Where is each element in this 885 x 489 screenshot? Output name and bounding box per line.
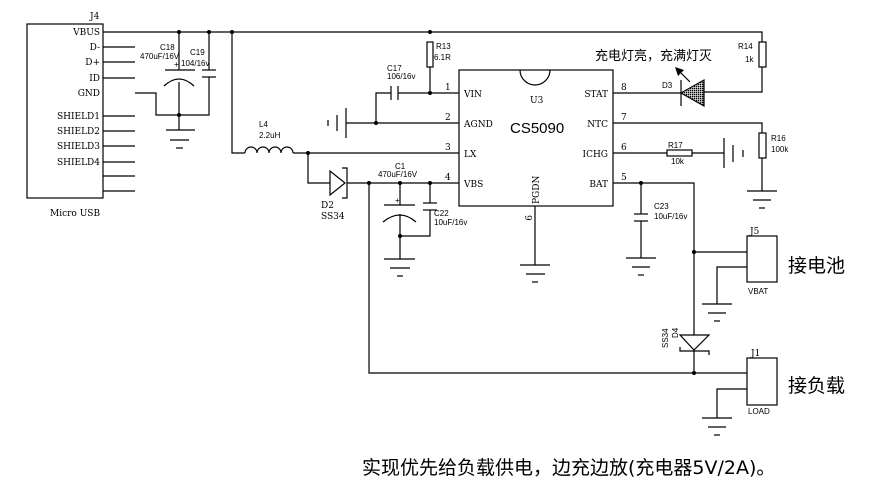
pin-shield2: SHIELD2 [57, 127, 100, 137]
c18-polarity: + [174, 60, 179, 69]
resistor-r13: R13 6.1R [426, 41, 451, 93]
c23-value: 10uF/16v [654, 212, 687, 221]
capacitor-c22: C22 10uF/16v [423, 183, 467, 227]
pin-num-7: 7 [621, 113, 627, 123]
pin-ichg: ICHG [583, 150, 608, 160]
pin-agnd: AGND [463, 120, 493, 130]
c18-ref: C18 [160, 43, 175, 52]
c17-value: 106/16v [387, 72, 415, 81]
r17-value: 10k [671, 157, 685, 166]
r13-ref: R13 [436, 42, 451, 51]
r16-value: 100k [771, 145, 789, 154]
c17-ref: C17 [387, 64, 402, 73]
connector-j4: J4 Micro USB VBUS D- D+ ID GND SHIELD1 S… [26, 12, 135, 219]
connector-j1: J1 LOAD 接负载 [716, 349, 845, 418]
c19-value: 104/16v [181, 59, 209, 68]
pin-vin: VIN [463, 90, 482, 100]
ground-icon [702, 417, 732, 436]
ground-icon [747, 190, 777, 209]
pin-num-1: 1 [445, 83, 451, 93]
capacitor-c1: + C1 470uF/16V [378, 162, 431, 259]
d3-ref: D3 [662, 81, 673, 90]
resistor-r17: R17 10k [613, 141, 724, 166]
diode-d4: SS34 D4 [661, 327, 711, 373]
inductor-l4: L4 2.2uH [231, 32, 459, 154]
connector-j5: J5 VBAT 接电池 [692, 227, 845, 304]
pin-shield4: SHIELD4 [57, 158, 100, 168]
u3-ref: U3 [530, 96, 544, 106]
ground-icon [166, 129, 195, 149]
pin-num-5: 5 [621, 173, 627, 183]
c22-ref: C22 [434, 209, 449, 218]
pin-lx: LX [464, 150, 477, 160]
d2-value: SS34 [321, 212, 345, 222]
pin-ntc: NTC [587, 120, 608, 130]
ground-icon [723, 138, 744, 168]
c19-ref: C19 [190, 48, 205, 57]
pin-num-9: 9 [522, 215, 532, 221]
pin-shield1: SHIELD1 [57, 112, 100, 122]
j5-label: VBAT [748, 287, 768, 296]
j4-footprint: Micro USB [50, 209, 100, 219]
r13-value: 6.1R [434, 53, 451, 62]
resistor-r16: R16 100k [613, 122, 789, 191]
d4-value: SS34 [661, 328, 670, 348]
resistor-r14: R14 1k [738, 41, 767, 68]
c18-value: 470uF/16V [140, 52, 180, 61]
pin-dplus: D+ [85, 58, 100, 68]
ground-icon [384, 258, 415, 277]
j5-note: 接电池 [788, 255, 845, 277]
pin-num-2: 2 [445, 113, 451, 123]
c23-ref: C23 [654, 202, 669, 211]
pin-vbus: VBUS [72, 28, 100, 38]
r17-ref: R17 [668, 141, 683, 150]
c1-value: 470uF/16V [378, 170, 418, 179]
c1-polarity: + [395, 196, 400, 205]
pin-num-6: 6 [621, 143, 627, 153]
ground-icon [626, 257, 656, 276]
d2-ref: D2 [321, 201, 334, 211]
pin-stat: STAT [584, 90, 608, 100]
pin-gnd: GND [78, 89, 100, 99]
capacitor-c18: + C18 470uF/16V [140, 43, 195, 87]
pin-id: ID [89, 74, 100, 84]
led-d3: D3 [613, 67, 763, 108]
pin-num-3: 3 [445, 143, 451, 153]
c1-ref: C1 [395, 162, 406, 171]
j1-label: LOAD [748, 407, 770, 416]
vbus-net [103, 31, 763, 130]
ground-icon [520, 264, 550, 283]
capacitor-c23: C23 10uF/16v [634, 183, 687, 258]
r16-ref: R16 [771, 134, 786, 143]
capacitor-c19: C19 104/16v [181, 48, 216, 78]
u3-part: CS5090 [510, 120, 564, 137]
pin-pgdn: PGDN [532, 176, 542, 204]
j1-ref: J1 [750, 349, 760, 359]
j5-ref: J5 [749, 227, 760, 237]
l4-value: 2.2uH [259, 131, 281, 140]
r14-ref: R14 [738, 42, 753, 51]
diode-d2: D2 SS34 [307, 153, 459, 222]
led-note: 充电灯亮，充满灯灭 [595, 48, 712, 64]
ic-u3: U3 CS5090 VIN AGND LX VBS 1 2 3 4 STAT N… [445, 69, 627, 265]
pin-num-4: 4 [445, 173, 451, 183]
pin-num-8: 8 [621, 83, 627, 93]
pin-vbs: VBS [463, 180, 483, 190]
j4-ref: J4 [89, 12, 100, 22]
caption: 实现优先给负载供电，边充边放(充电器5V/2A)。 [362, 457, 775, 479]
j1-note: 接负载 [788, 375, 845, 397]
c22-value: 10uF/16v [434, 218, 467, 227]
pin-bat: BAT [589, 180, 608, 190]
ground-icon [702, 303, 732, 322]
ground-icon [327, 108, 347, 138]
d4-ref: D4 [671, 327, 680, 338]
pin-shield3: SHIELD3 [57, 142, 100, 152]
pin-dminus: D- [90, 43, 100, 53]
r14-value: 1k [745, 55, 754, 64]
l4-ref: L4 [259, 120, 268, 129]
